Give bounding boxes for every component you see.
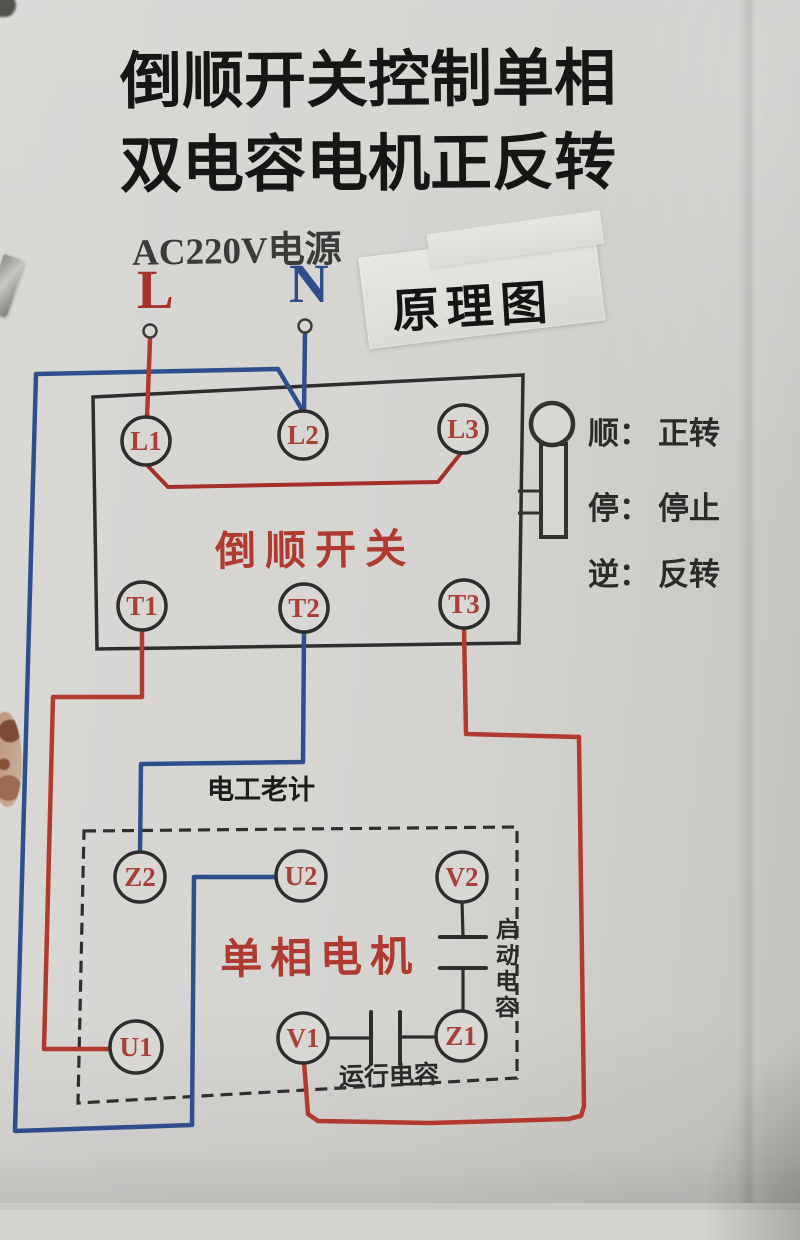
switch-terminals (116, 403, 490, 634)
position-mode: 逆： (588, 557, 650, 592)
lever-position-reverse: 逆：反转 (588, 549, 720, 594)
switch-box-outline (91, 373, 525, 651)
label-L2: L2 (287, 420, 319, 450)
live-wires (41, 337, 587, 1126)
terminal-U2 (274, 849, 328, 903)
start-capacitor (438, 899, 488, 1014)
terminal-L1 (120, 415, 172, 467)
wire-l1-bridge-l3 (144, 451, 463, 489)
terminal-Z2 (113, 850, 167, 904)
position-mode: 停： (588, 491, 650, 526)
live-terminal-label: L (137, 259, 174, 320)
terminal-L3 (437, 403, 489, 455)
start-capacitor-label: 启动电容 (491, 916, 519, 1022)
motor-terminal-labels: Z2 U2 V2 U1 V1 Z1 (120, 861, 479, 1062)
terminal-T1 (116, 580, 168, 632)
start-cap-lead-top (460, 899, 465, 938)
label-V1: V1 (287, 1023, 320, 1053)
page-title-line1: 倒顺开关控制单相 (119, 44, 617, 117)
wire-t3-to-v1 (301, 625, 587, 1126)
wiring-diagram: L1 L2 L3 T1 T2 T3 Z2 U2 V2 U1 V1 Z1 (12, 318, 587, 1134)
run-capacitor-label: 运行电容 (338, 1060, 440, 1092)
wire-l-to-l1 (144, 337, 153, 421)
wire-t1-to-u1 (41, 627, 145, 1052)
motor-name: 单相电机 (219, 934, 421, 984)
switch-terminal-labels: L1 L2 L3 T1 T2 T3 (126, 414, 480, 623)
wire-n-to-l2 (301, 330, 308, 416)
page-title-line2: 双电容电机正反转 (119, 128, 617, 201)
position-action: 停止 (658, 491, 720, 526)
label-V2: V2 (446, 862, 479, 892)
label-T3: T3 (448, 589, 480, 619)
watermark-text: 电工老计 (207, 775, 315, 805)
lever-bar (539, 442, 568, 539)
terminal-n-circle (297, 318, 313, 334)
label-Z2: Z2 (124, 862, 156, 892)
wire-l2-loop-to-u2 (12, 366, 307, 1134)
terminal-L2 (277, 409, 329, 461)
run-capacitor (325, 1010, 439, 1066)
label-U2: U2 (285, 861, 318, 891)
terminal-l-circle (142, 323, 158, 339)
label-L1: L1 (130, 426, 162, 456)
neutral-terminal-label: N (289, 253, 329, 314)
lever-position-stop: 停：停止 (588, 483, 720, 528)
label-T2: T2 (288, 593, 320, 623)
position-action: 反转 (658, 557, 720, 592)
terminal-T2 (278, 582, 330, 634)
switch-box-name: 倒顺开关 (214, 525, 416, 575)
terminal-U1 (108, 1019, 164, 1075)
label-L3: L3 (447, 414, 479, 444)
motor-box-outline (76, 825, 519, 1105)
label-U1: U1 (120, 1032, 153, 1062)
lever-knob (528, 400, 576, 448)
motor-terminals (108, 849, 489, 1075)
lever-position-forward: 顺：正转 (588, 408, 720, 453)
position-action: 正转 (658, 416, 720, 451)
label-T1: T1 (126, 591, 158, 621)
terminal-T3 (438, 578, 490, 630)
wire-t2-to-z2 (137, 629, 307, 856)
schematic-label: 原理图 (390, 275, 556, 338)
position-mode: 顺： (588, 416, 650, 451)
label-Z1: Z1 (445, 1021, 477, 1051)
switch-lever (518, 400, 576, 539)
terminal-V1 (276, 1011, 330, 1065)
neutral-wires (12, 330, 308, 1134)
terminal-Z1 (434, 1009, 488, 1063)
terminal-V2 (435, 850, 489, 904)
